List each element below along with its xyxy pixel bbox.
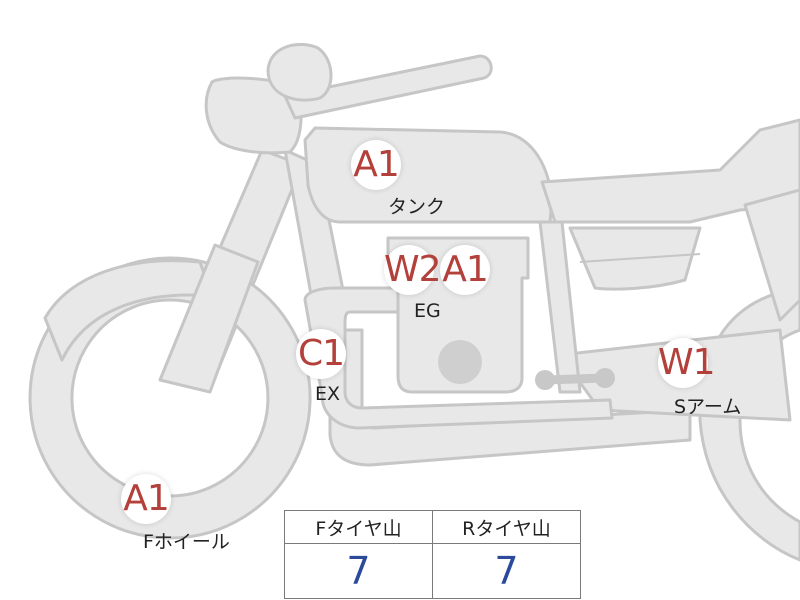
engine-cover: [438, 340, 482, 384]
engine-label: EG: [414, 300, 441, 322]
exhaust-label: EX: [315, 383, 341, 405]
headlight: [204, 76, 303, 155]
exhaust-marker: C1: [296, 329, 346, 379]
exhaust-pipe: [303, 286, 614, 430]
tire-tread-table: Fタイヤ山 Rタイヤ山 7 7: [284, 510, 581, 599]
footpeg-left: [535, 370, 555, 390]
fork-lower: [158, 243, 260, 394]
footpeg-bar: [540, 373, 610, 385]
rear-wheel: [698, 286, 800, 562]
seat: [540, 118, 800, 224]
handlebar: [283, 54, 493, 120]
swingarm-marker: W1: [658, 338, 716, 388]
front-tread-header: Fタイヤ山: [284, 510, 433, 544]
rear-frame: [743, 188, 800, 322]
front-wheel-label: Fホイール: [143, 531, 230, 553]
rear-tread-value: 7: [432, 543, 581, 599]
tank-label: タンク: [388, 196, 446, 218]
footpeg-right: [595, 368, 615, 388]
rear-tread-header: Rタイヤ山: [432, 510, 581, 544]
front-wheel-marker: A1: [121, 474, 171, 524]
engine-marker-w: W2: [384, 245, 442, 295]
front-tread-value: 7: [284, 543, 433, 599]
sidecover-line: [579, 253, 701, 263]
frame-rear: [538, 220, 582, 394]
mirror: [266, 43, 333, 102]
engine-marker-a: A1: [440, 245, 490, 295]
swingarm-label: Sアーム: [674, 396, 742, 418]
tank-marker: A1: [351, 140, 401, 190]
